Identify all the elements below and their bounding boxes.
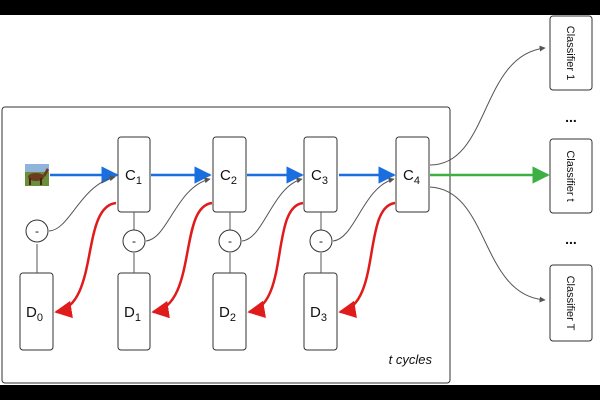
gray-arrow-c4-classifier-1 <box>429 45 546 166</box>
red-arrow-c4-d3 <box>338 201 396 319</box>
gray-arrow-c4-classifier-T <box>429 186 546 303</box>
d-box-2-sub: 2 <box>230 312 236 324</box>
minus-node-1: - <box>122 177 211 273</box>
d-box-1: D1 <box>117 272 151 351</box>
diagram-svg: t cycles C1 C2 C3 C4 D0 D1 D2 <box>1 15 593 384</box>
minus-symbol-2: - <box>228 234 232 248</box>
svg-text:D0: D0 <box>26 304 43 324</box>
minus-symbol-0: - <box>35 224 39 238</box>
ellipsis-bottom: ... <box>565 231 577 247</box>
svg-text:C2: C2 <box>220 167 237 187</box>
d-box-0-sub: 0 <box>37 312 43 324</box>
minus-node-3: - <box>309 177 395 273</box>
c-box-2: C2 <box>212 136 247 213</box>
c-box-3-sub: 3 <box>322 175 328 187</box>
classifier-box-T: Classifier T <box>549 264 593 342</box>
classifier-box-1: Classifier 1 <box>549 15 593 91</box>
c-box-1: C1 <box>117 136 151 213</box>
minus-symbol-3: - <box>319 234 323 248</box>
c-box-1-sub: 1 <box>136 175 142 187</box>
cycles-label: t cycles <box>389 352 433 367</box>
d-box-2-base: D <box>219 304 230 321</box>
red-arrow-c1-d0 <box>54 201 117 319</box>
d-box-3: D3 <box>303 272 338 351</box>
d-box-3-base: D <box>310 304 321 321</box>
cycles-frame <box>1 106 451 384</box>
diagram-canvas: t cycles C1 C2 C3 C4 D0 D1 D2 <box>0 15 600 385</box>
svg-text:D1: D1 <box>124 304 141 324</box>
svg-text:D3: D3 <box>310 304 327 324</box>
c-box-4-base: C <box>403 167 414 184</box>
c-box-3-base: C <box>311 167 322 184</box>
classifier-1-label: Classifier 1 <box>564 26 576 80</box>
classifier-box-t: Classifier t <box>549 138 593 214</box>
red-arrow-c2-d1 <box>151 201 213 319</box>
svg-text:C1: C1 <box>125 167 142 187</box>
d-box-2: D2 <box>212 272 247 351</box>
d-box-3-sub: 3 <box>321 312 327 324</box>
c-box-2-base: C <box>220 167 231 184</box>
red-arrow-c3-d2 <box>247 201 304 318</box>
c-box-2-sub: 2 <box>231 175 237 187</box>
classifier-t-label: Classifier t <box>564 150 576 201</box>
horse-image-icon <box>25 164 49 186</box>
d-box-0-base: D <box>26 304 37 321</box>
c-box-3: C3 <box>303 136 338 213</box>
d-box-1-sub: 1 <box>135 312 141 324</box>
d-box-1-base: D <box>124 304 135 321</box>
svg-text:C4: C4 <box>403 167 420 187</box>
c-box-4-sub: 4 <box>414 175 420 187</box>
ellipsis-top: ... <box>565 109 577 125</box>
svg-text:C3: C3 <box>311 167 328 187</box>
minus-symbol-1: - <box>132 234 136 248</box>
minus-node-0: - <box>25 175 116 273</box>
classifier-T-label: Classifier T <box>564 276 576 331</box>
d-box-0: D0 <box>19 272 54 351</box>
minus-node-2: - <box>218 177 303 273</box>
c-box-1-base: C <box>125 167 136 184</box>
svg-text:D2: D2 <box>219 304 236 324</box>
c-box-4: C4 <box>395 136 430 213</box>
